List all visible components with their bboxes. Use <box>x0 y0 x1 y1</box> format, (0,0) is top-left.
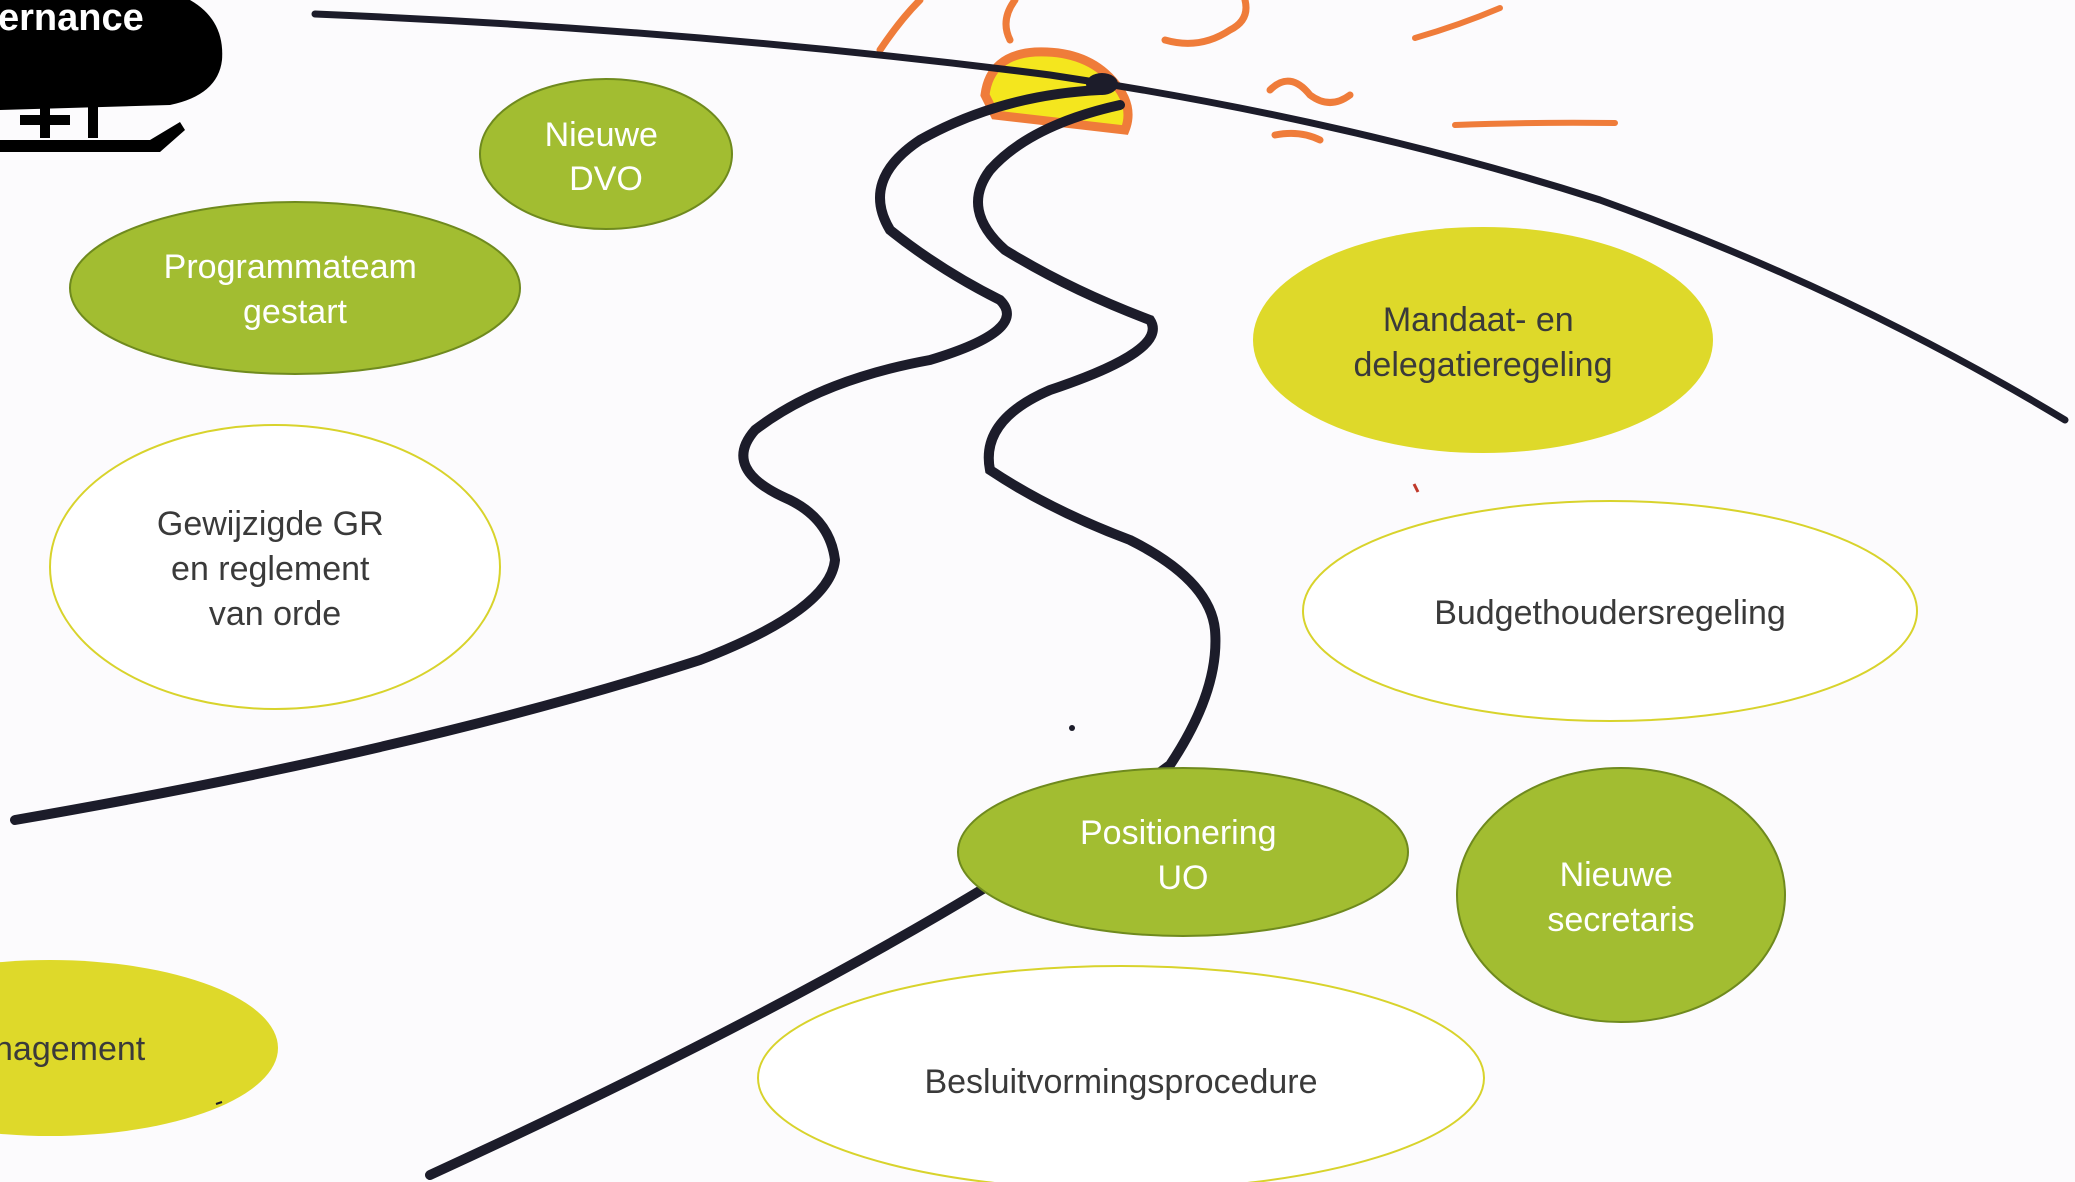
svg-text:Programmateam gestart: Programmateam gestart <box>164 248 427 331</box>
sun-ray <box>1452 119 1618 128</box>
milestone-label: Gewijzigde GR <box>157 505 384 543</box>
stray-mark <box>1412 483 1420 493</box>
milestone-label: Mandaat- en <box>1383 301 1574 339</box>
horizon-line <box>311 10 2069 424</box>
milestone-label: Positionering <box>1080 814 1277 852</box>
sun-ray <box>1266 77 1354 106</box>
road-left-edge <box>10 85 1105 825</box>
milestone-besluitvorming[interactable]: Besluitvormingsprocedure <box>757 965 1485 1182</box>
milestone-label: secretaris <box>1547 901 1694 939</box>
milestone-label: van orde <box>209 595 341 633</box>
stray-dot <box>1069 725 1075 731</box>
svg-text:Positionering UO: Positionering UO <box>1080 814 1286 897</box>
sun-ray <box>1161 0 1250 47</box>
stray-mark <box>215 1101 223 1105</box>
sun-ray <box>1412 5 1503 41</box>
svg-text:Nieuwe DVO: Nieuwe DVO <box>545 116 668 198</box>
helicopter-icon <box>0 0 223 152</box>
milestone-programmateam[interactable]: Programmateam gestart <box>69 201 521 375</box>
milestone-label: gestart <box>243 293 347 331</box>
svg-text:Gewijzigde GR en regleme: Gewijzigde GR en reglement van orde <box>157 505 393 633</box>
milestone-nieuwe-secretaris[interactable]: Nieuwe secretaris <box>1456 767 1786 1023</box>
svg-text:Budgethoudersregeling: Budgethoudersregeling <box>1434 594 1786 632</box>
milestone-label: Nieuwe <box>545 116 658 154</box>
milestone-label: Besluitvormingsprocedure <box>924 1063 1317 1101</box>
milestone-label: DVO <box>569 160 643 198</box>
header-label: ernance <box>0 0 144 39</box>
milestone-label: UO <box>1158 859 1209 897</box>
milestone-label: Budgethoudersregeling <box>1434 594 1786 632</box>
milestone-gewijzigde-gr[interactable]: Gewijzigde GR en reglement van orde <box>49 424 501 710</box>
milestone-label: Programmateam <box>164 248 417 286</box>
milestone-label: nagement <box>0 1030 146 1068</box>
svg-text:Nieuwe secretaris: Nieuwe secretaris <box>1547 856 1694 939</box>
milestone-label: Nieuwe <box>1560 856 1673 894</box>
sun-ray <box>1271 129 1324 144</box>
milestone-budgethouders[interactable]: Budgethoudersregeling <box>1302 500 1918 722</box>
milestone-nieuwe-dvo[interactable]: Nieuwe DVO <box>479 78 733 230</box>
svg-text:Mandaat- en delegatiereg: Mandaat- en delegatieregeling <box>1354 301 1613 384</box>
svg-text:nagement: nagement <box>0 1030 146 1068</box>
sun-ray <box>1002 0 1019 44</box>
milestone-mandaat[interactable]: Mandaat- en delegatieregeling <box>1253 227 1713 453</box>
milestone-label: delegatieregeling <box>1354 346 1613 384</box>
milestone-management[interactable]: nagement <box>0 960 278 1136</box>
milestone-label: en reglement <box>171 550 370 588</box>
sun-ray <box>876 0 924 54</box>
road-vanishing-point <box>1086 73 1118 95</box>
svg-text:Besluitvormingsprocedure: Besluitvormingsprocedure <box>924 1063 1317 1101</box>
milestone-positionering[interactable]: Positionering UO <box>957 767 1409 937</box>
